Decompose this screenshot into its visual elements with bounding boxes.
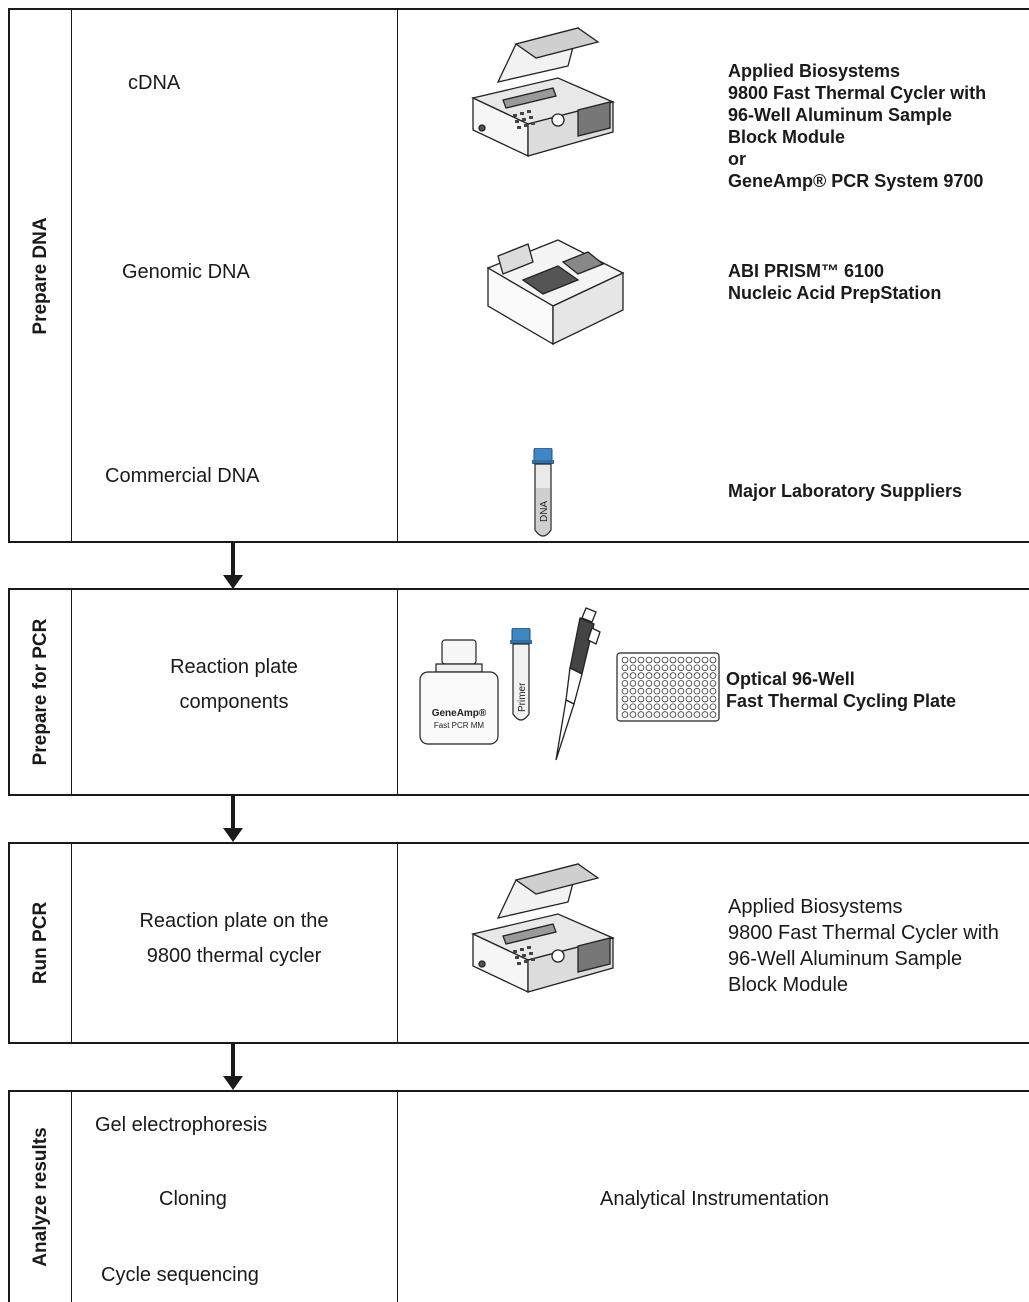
svg-text:DNA: DNA — [539, 501, 550, 522]
equipment-column: Applied Biosystems 9800 Fast Thermal Cyc… — [398, 844, 1029, 1042]
stage-label-cell: Prepare DNA — [10, 10, 72, 541]
equipment-column: Applied Biosystems 9800 Fast Thermal Cyc… — [398, 10, 1029, 541]
svg-text:Primer: Primer — [517, 682, 528, 712]
section-prepare-for-pcr: Prepare for PCR Reaction plate component… — [8, 588, 1029, 796]
thermal-cycler-illustration — [471, 27, 615, 158]
sample-label-commercial-dna: Commercial DNA — [105, 465, 260, 487]
stage-label: Prepare DNA — [29, 216, 51, 335]
sample-label-cdna: cDNA — [128, 72, 181, 94]
stage-label-cell: Prepare for PCR — [10, 590, 72, 794]
pipette-icon — [555, 607, 601, 761]
sample-column: Gel electrophoresis Cloning Cycle sequen… — [71, 1092, 398, 1302]
stage-label: Run PCR — [29, 901, 51, 985]
section-run-pcr: Run PCR Reaction plate on the 9800 therm… — [8, 842, 1029, 1044]
stage-label-cell: Analyze results — [10, 1092, 72, 1302]
thermal-cycler-illustration — [471, 863, 615, 994]
stage-label: Analyze results — [29, 1127, 51, 1267]
stage-label-cell: Run PCR — [10, 844, 72, 1042]
equipment-desc-analytical: Analytical Instrumentation — [599, 1188, 829, 1210]
stage-label: Prepare for PCR — [29, 618, 51, 766]
arrow-down-icon — [223, 1044, 243, 1090]
prep-station-illustration — [486, 239, 625, 346]
sample-column: Reaction plate components — [71, 590, 398, 794]
sample-column: cDNA Genomic DNA Commercial DNA — [71, 10, 398, 541]
arrow-down-icon — [223, 543, 243, 589]
equipment-desc-prep-station: ABI PRISM™ 6100 Nucleic Acid PrepStation — [728, 261, 942, 303]
result-item-sequencing: Cycle sequencing — [101, 1264, 259, 1286]
result-item-gel: Gel electrophoresis — [95, 1114, 268, 1136]
svg-text:GeneAmp®: GeneAmp® — [432, 708, 487, 719]
equipment-column: Analytical Instrumentation — [398, 1092, 1029, 1302]
svg-text:Fast PCR MM: Fast PCR MM — [434, 721, 485, 730]
arrow-down-icon — [223, 796, 243, 842]
primer-tube-icon: Primer — [510, 628, 532, 721]
dna-tube-icon: DNA — [532, 448, 554, 537]
sample-column: Reaction plate on the 9800 thermal cycle… — [71, 844, 398, 1042]
sample-label-reaction-plate-components: Reaction plate components — [170, 656, 298, 713]
section-prepare-dna: Prepare DNA cDNA Genomic DNA Commercial … — [8, 8, 1029, 543]
master-mix-bottle-icon: GeneAmp® Fast PCR MM — [419, 639, 499, 745]
equipment-desc-thermal-cycler: Applied Biosystems 9800 Fast Thermal Cyc… — [728, 61, 987, 191]
section-analyze-results: Analyze results Gel electrophoresis Clon… — [8, 1090, 1029, 1302]
equipment-column: GeneAmp® Fast PCR MM Primer Optical 96-W — [398, 590, 1029, 794]
equipment-desc-suppliers: Major Laboratory Suppliers — [728, 481, 963, 501]
well-plate-icon — [616, 652, 720, 722]
sample-label-genomic-dna: Genomic DNA — [122, 261, 250, 283]
sample-label-reaction-plate-on-cycler: Reaction plate on the 9800 thermal cycle… — [139, 910, 329, 967]
result-item-cloning: Cloning — [159, 1188, 227, 1210]
equipment-desc-thermal-cycler: Applied Biosystems 9800 Fast Thermal Cyc… — [728, 896, 999, 996]
equipment-desc-plate: Optical 96-Well Fast Thermal Cycling Pla… — [726, 669, 957, 711]
